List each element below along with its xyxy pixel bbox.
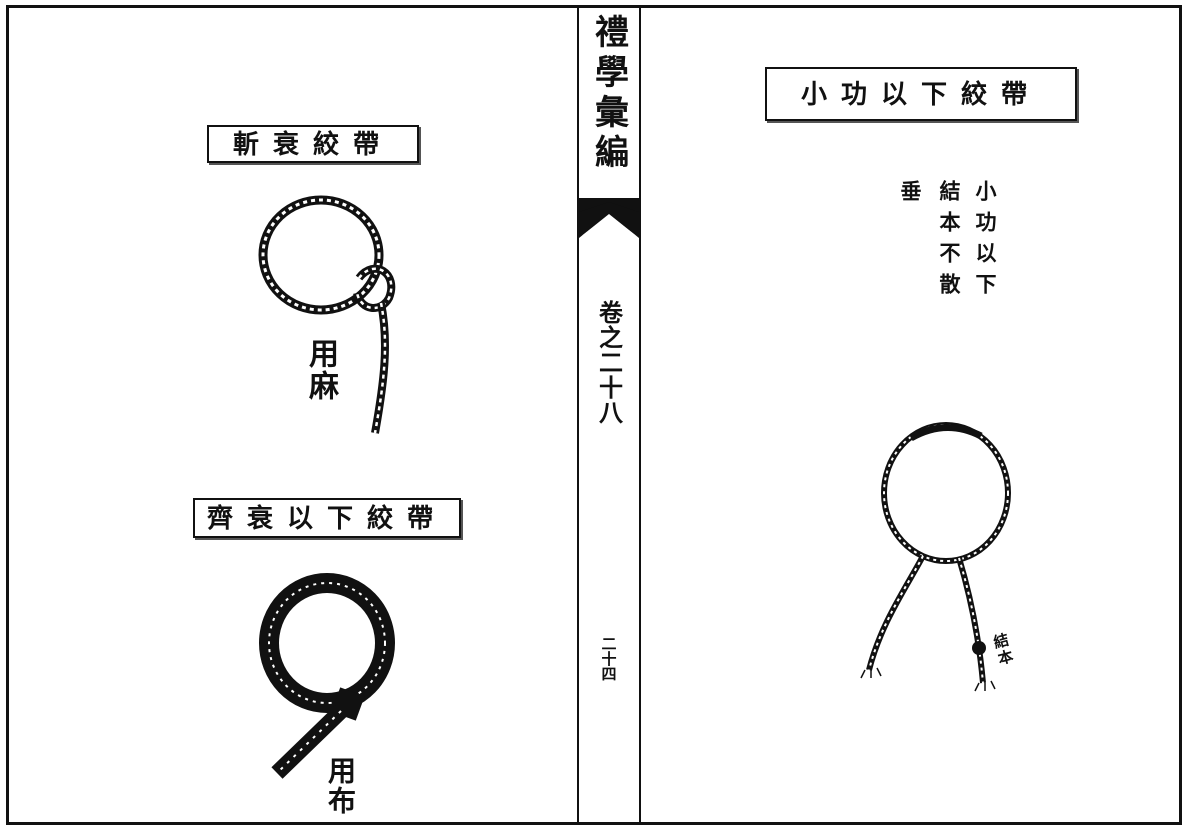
title-box-xiaogong: 小功以下絞帶 — [765, 67, 1077, 121]
spine-title-panel: 禮學彙編 — [579, 8, 639, 200]
material-hemp-label: 用麻 — [303, 338, 338, 402]
hemp-rope-loop-icon — [258, 195, 396, 434]
spine-volume-panel: 卷之二十八 — [579, 300, 639, 425]
title-box-zhancui: 斬衰絞帶 — [207, 125, 419, 163]
cloth-band-loop-icon — [259, 573, 395, 779]
title-zicui-text: 齊衰以下絞帶 — [206, 504, 447, 534]
spine-book-title: 禮學彙編 — [588, 14, 629, 174]
book-spread: 斬衰絞帶 用麻 齊衰以下絞帶 用布 禮學彙編 — [6, 5, 1182, 825]
note-column-2: 結本不散 — [937, 180, 962, 304]
title-zhancui-text: 斬衰絞帶 — [232, 130, 393, 160]
left-page: 斬衰絞帶 用麻 齊衰以下絞帶 用布 — [9, 8, 577, 822]
title-box-zicui: 齊衰以下絞帶 — [193, 498, 461, 538]
knotted-cord-loop-icon — [860, 422, 1011, 692]
spine-page-number: 二十四 — [599, 636, 618, 681]
spine-volume: 卷之二十八 — [594, 300, 624, 425]
material-cloth-label: 用布 — [324, 756, 357, 816]
note-column-3: 垂 — [898, 180, 923, 211]
book-spine: 禮學彙編 卷之二十八 二十四 — [577, 8, 641, 822]
right-page: 小功以下絞帶 小功以下 結本不散 垂 結本 — [641, 8, 1179, 822]
spine-page-panel: 二十四 — [579, 636, 639, 681]
note-column-1: 小功以下 — [973, 180, 998, 304]
title-xiaogong-text: 小功以下絞帶 — [800, 80, 1041, 110]
fishtail-mark-icon — [579, 198, 639, 238]
